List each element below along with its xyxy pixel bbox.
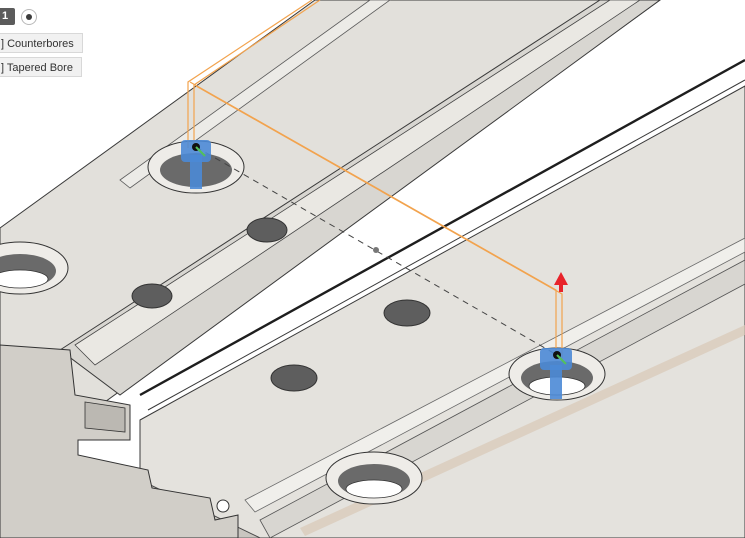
profile-slot <box>84 401 126 433</box>
tapered-bore-label[interactable]: ] Tapered Bore <box>0 57 82 77</box>
counterbores-label[interactable]: ] Counterbores <box>0 33 83 53</box>
direction-arrow-icon[interactable] <box>554 272 568 292</box>
plain-hole[interactable] <box>270 364 318 392</box>
center-rail-top <box>74 0 641 366</box>
front-bevel <box>244 237 745 513</box>
plain-hole[interactable] <box>383 299 431 327</box>
counterbore-hole[interactable] <box>325 451 423 505</box>
plain-hole[interactable] <box>246 217 288 243</box>
rail-edge-line <box>147 79 745 411</box>
manipulator-icon[interactable] <box>540 348 572 399</box>
profile-cross-section <box>0 344 239 538</box>
plain-hole[interactable] <box>131 283 173 309</box>
center-rail[interactable] <box>59 0 661 396</box>
index-chip[interactable]: 1 <box>0 8 16 25</box>
sketch-path[interactable] <box>187 0 563 360</box>
toolbar-row: 1 <box>0 8 38 25</box>
profile-small-hole <box>216 499 230 513</box>
counterbore-hole[interactable] <box>0 241 69 295</box>
midpoint-marker <box>373 247 379 253</box>
manipulator-icon[interactable] <box>181 140 211 189</box>
construction-dashed-line <box>195 146 558 356</box>
radio-selected-icon[interactable] <box>21 8 38 25</box>
rail-groove-line <box>139 58 745 397</box>
